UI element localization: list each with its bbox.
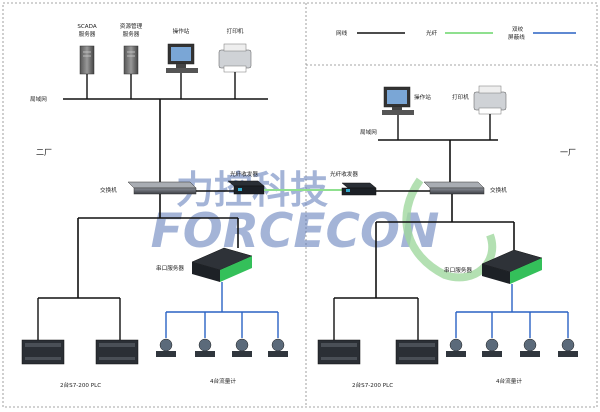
- diagram-border: [2, 2, 598, 408]
- flowmeter-icon-left-2: [195, 338, 215, 357]
- operator-station-icon-right: [382, 86, 414, 115]
- resource-label-1: 资源管理: [120, 22, 143, 30]
- flowmeter-icon-left-4: [268, 338, 288, 357]
- plant-label-left: 二厂: [36, 148, 52, 157]
- transceiver-label-left: 光纤收发器: [230, 170, 258, 178]
- flowmeters-left: [165, 312, 279, 338]
- plc-icon-left-1: [21, 339, 65, 365]
- operator-label-right: 操作站: [414, 93, 431, 101]
- transceiver-label-right: 光纤收发器: [330, 170, 358, 178]
- serial-server-label-right: 串口服务器: [444, 266, 472, 274]
- plant-label-right: 一厂: [560, 148, 576, 157]
- flowmeter-icon-right-3: [520, 338, 540, 357]
- scada-label-2: 服务器: [79, 30, 96, 38]
- serial-server-icon-left: [191, 247, 253, 282]
- switch-label-right: 交换机: [490, 186, 507, 194]
- watermark-en: FORCECON: [151, 204, 440, 259]
- transceiver-icon-left: [227, 180, 265, 195]
- flowmeter-icon-right-2: [482, 338, 502, 357]
- lan-label-right: 局域网: [360, 128, 377, 136]
- plc-icon-right-2: [395, 339, 439, 365]
- resource-label-2: 服务器: [123, 30, 140, 38]
- watermark: 力控科技 FORCECON: [151, 168, 497, 282]
- legend-network-label: 网线: [336, 29, 348, 37]
- flowmeter-icon-left-3: [232, 338, 252, 357]
- printer-icon: [218, 43, 252, 73]
- plc-label-right: 2台S7-200 PLC: [352, 381, 393, 389]
- flowmeter-label-left: 4台流量计: [210, 377, 236, 385]
- flowmeter-icon-left-1: [156, 338, 176, 357]
- scada-server-icon: [79, 45, 95, 75]
- flowmeters-right: [455, 312, 569, 338]
- printer-label: 打印机: [227, 27, 244, 35]
- flowmeter-label-right: 4台流量计: [496, 377, 522, 385]
- serial-server-icon-right: [481, 249, 543, 284]
- scada-label-1: SCADA: [77, 24, 96, 30]
- legend-bus-label-1: 双绞: [512, 25, 524, 33]
- plc-icon-left-2: [95, 339, 139, 365]
- printer-icon-right: [473, 85, 507, 115]
- operator-label: 操作站: [173, 27, 190, 35]
- resource-server-icon: [123, 45, 139, 75]
- plc-label-left: 2台S7-200 PLC: [60, 381, 101, 389]
- legend-bus-label-2: 屏蔽线: [508, 33, 525, 41]
- transceiver-icon-right: [341, 182, 377, 196]
- lan-label-left: 局域网: [30, 95, 47, 103]
- watermark-swoosh: [402, 177, 497, 282]
- plc-icon-right-1: [317, 339, 361, 365]
- flowmeter-icon-right-4: [558, 338, 578, 357]
- switch-label-left: 交换机: [100, 186, 117, 194]
- switch-icon-right: [423, 181, 485, 195]
- legend-fiber-label: 光纤: [426, 29, 438, 37]
- serial-server-label-left: 串口服务器: [156, 264, 184, 272]
- switch-icon-left: [127, 181, 197, 195]
- operator-station-icon: [166, 43, 198, 73]
- flowmeter-icon-right-1: [446, 338, 466, 357]
- printer-label-right: 打印机: [452, 93, 469, 101]
